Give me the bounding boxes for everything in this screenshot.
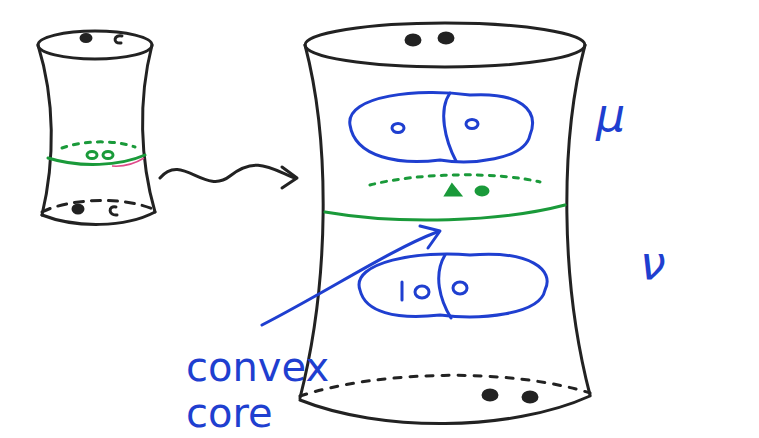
pointer-arrow (262, 226, 440, 325)
right-side (143, 45, 155, 212)
hole-mark (110, 207, 117, 215)
mu-region (350, 93, 533, 162)
hole-mark (415, 286, 429, 298)
curve-back-arc (62, 142, 135, 148)
region-outline (359, 254, 547, 317)
hole-mark (466, 120, 478, 129)
hole-mark (446, 185, 460, 195)
hole-mark (73, 205, 83, 213)
measure-label: μ (596, 90, 666, 140)
hole-mark (401, 282, 404, 300)
pink-tint (112, 158, 144, 166)
top-boundary (305, 23, 585, 67)
large-manifold (300, 23, 590, 424)
small-green-curve (48, 142, 145, 165)
bottom-back-arc (300, 375, 590, 396)
curve-front-arc (325, 205, 565, 220)
hole-mark (476, 187, 488, 195)
hole-mark (392, 124, 404, 133)
measure-label: ν (640, 238, 710, 288)
region-divider (444, 93, 456, 161)
region-outline (350, 93, 533, 162)
hole-mark (483, 390, 497, 400)
bottom-front-arc (300, 396, 590, 424)
top-boundary (38, 31, 152, 59)
hole-mark (115, 36, 122, 43)
pointer-arrow-shaft (262, 232, 437, 325)
hole-mark (453, 282, 467, 294)
hole-mark (406, 35, 420, 45)
right-side (567, 45, 590, 395)
map-arrow (160, 165, 297, 188)
nu-region (359, 254, 547, 318)
bottom-front-arc (42, 212, 155, 224)
region-divider (439, 255, 451, 318)
hole-mark (523, 392, 537, 402)
curve-back-arc (370, 175, 540, 185)
hole-mark (81, 35, 91, 42)
small-manifold (38, 31, 155, 224)
pointer-arrow-head (420, 226, 440, 248)
hole-mark (87, 152, 97, 159)
region-label: convex core (186, 344, 366, 436)
bottom-back-arc (42, 200, 155, 212)
hole-mark (439, 33, 453, 43)
map-arrow-head (282, 167, 297, 188)
large-green-curve (325, 175, 565, 220)
hole-mark (103, 152, 113, 159)
left-side (38, 45, 51, 215)
map-arrow-shaft (160, 165, 295, 181)
